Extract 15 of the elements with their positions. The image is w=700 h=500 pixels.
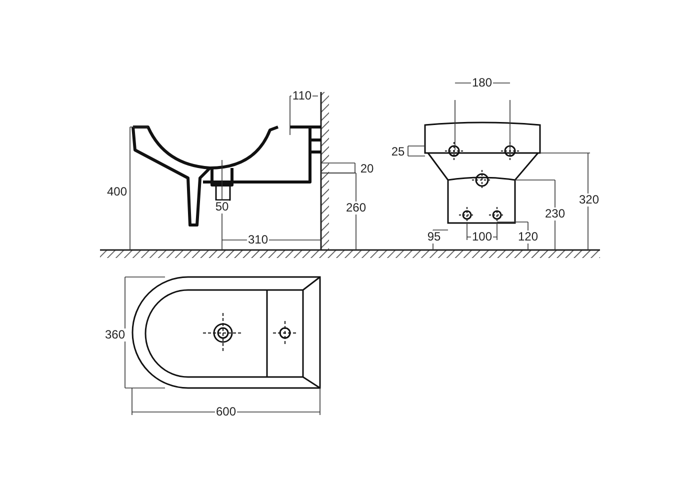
dimension-value: 100: [470, 230, 494, 244]
dimension-value: 120: [516, 230, 540, 244]
dimension-value: 600: [214, 406, 238, 418]
dimension-value: 20: [359, 162, 375, 176]
dimension-value: 230: [544, 208, 566, 220]
dimension-value: 95: [426, 230, 442, 244]
dimension-value: 310: [246, 234, 270, 246]
dimension-value: 25: [390, 146, 406, 158]
dimension-value: 260: [344, 202, 368, 214]
dimension-value: 110: [291, 90, 313, 102]
dimension-value: 320: [578, 194, 600, 206]
dimension-value: 400: [106, 186, 128, 198]
dimension-value: 50: [214, 200, 230, 214]
dimension-value: 360: [104, 328, 126, 342]
dimension-value: 180: [470, 76, 494, 90]
